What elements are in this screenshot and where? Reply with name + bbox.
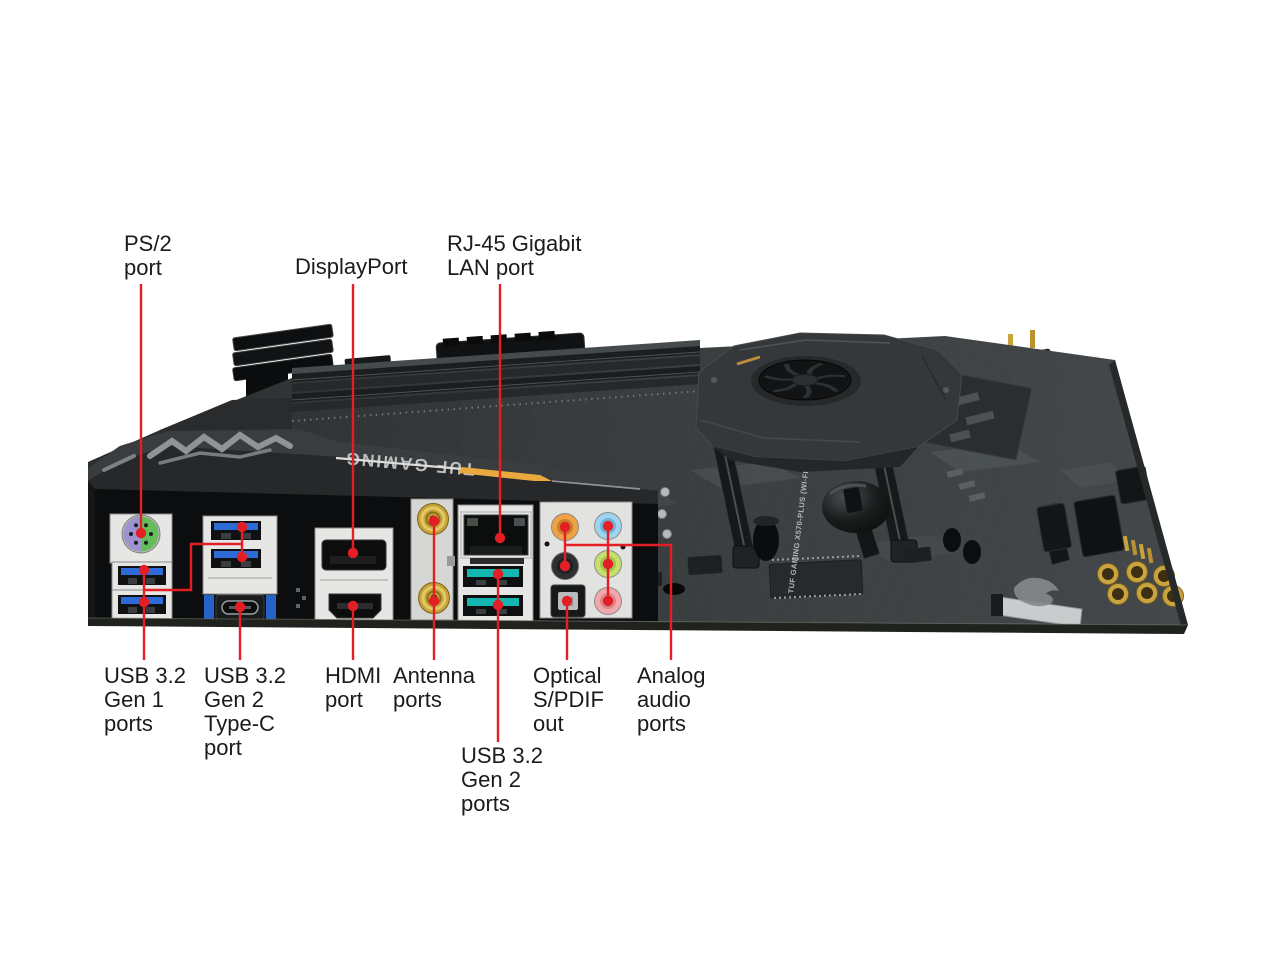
chipset-fan-heatsink [695, 332, 963, 472]
shroud-white-line [335, 456, 463, 471]
inductor-top [753, 516, 779, 526]
label-antenna-ports: Antenna ports [393, 663, 475, 712]
board-edge [87, 360, 1189, 634]
shroud-gray-line [551, 480, 641, 490]
board-left-dark-area [160, 398, 292, 432]
label-usb-gen2-ports: USB 3.2 Gen 2 ports [461, 743, 543, 816]
tuf-emblem [102, 431, 293, 472]
label-hdmi-port: HDMI port [325, 663, 382, 712]
audio-cluster [539, 501, 633, 619]
inductor-cylinder [753, 519, 779, 561]
label-usb-typec-port: USB 3.2 Gen 2 Type-C port [204, 663, 286, 760]
annotation-dots [135, 515, 614, 613]
label-analog-audio: Analog audio ports [637, 663, 706, 736]
label-lan-port: RJ-45 Gigabit LAN port [447, 231, 582, 280]
annotation-lines [139, 284, 673, 742]
label-usb-gen1-ports: USB 3.2 Gen 1 ports [104, 663, 186, 736]
ram-slots [291, 340, 701, 422]
label-optical-spdif: Optical S/PDIF out [533, 663, 604, 736]
rear-io-panel [88, 481, 658, 624]
chipset-dome [822, 481, 890, 533]
m2-bracket [991, 594, 1083, 628]
chips-and-headers [598, 465, 1154, 599]
label-displayport: DisplayPort [295, 254, 408, 279]
tuf-logo-print [1013, 577, 1059, 607]
shroud-orange-stripe [458, 467, 552, 481]
label-ps2-port: PS/2 port [124, 231, 172, 280]
